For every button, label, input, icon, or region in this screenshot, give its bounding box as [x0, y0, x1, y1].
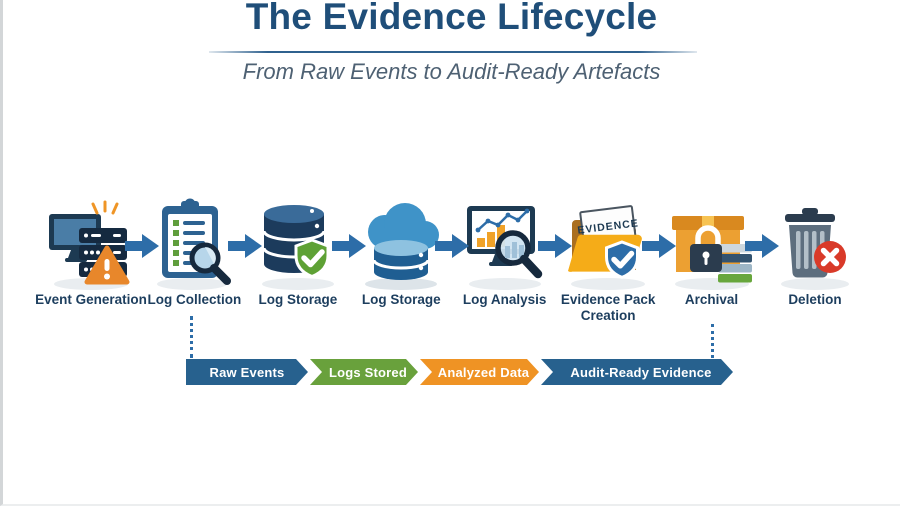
- dotted-connector-left: [190, 316, 193, 358]
- step-label: Archival: [684, 292, 739, 307]
- server-alert-icon: [49, 200, 130, 290]
- timeline-segment-raw-events: Raw Events: [186, 359, 308, 385]
- flow-arrow-icon: [745, 234, 779, 258]
- step-label: Log Storage: [258, 292, 338, 307]
- step-evidence-pack-creation: EVIDENCE Evidence Pack Creation: [561, 198, 655, 324]
- step-label: Deletion: [788, 292, 842, 307]
- box-lock-books-icon: [671, 216, 752, 290]
- flow-arrow-icon: [332, 234, 366, 258]
- step-archival: Archival: [666, 198, 758, 308]
- flow-arrow-icon: [435, 234, 469, 258]
- step-label: Event Generation: [35, 292, 147, 307]
- timeline-bar: Raw Events Logs Stored Analyzed Data Aud…: [186, 359, 733, 385]
- step-log-collection: Log Collection: [148, 198, 241, 308]
- step-label: Log Analysis: [462, 292, 547, 307]
- step-label: Evidence Pack Creation: [560, 292, 656, 324]
- evidence-folder-shield-icon: EVIDENCE: [568, 205, 646, 290]
- flow-arrow-icon: [642, 234, 676, 258]
- step-label: Log Storage: [361, 292, 441, 307]
- step-log-storage-db: Log Storage: [252, 198, 344, 308]
- step-log-storage-cloud: Log Storage: [355, 198, 447, 308]
- flow-arrow-icon: [228, 234, 262, 258]
- step-log-analysis: Log Analysis: [459, 198, 551, 308]
- title-divider: [209, 51, 697, 53]
- trash-delete-icon: [780, 208, 849, 290]
- clipboard-magnifier-icon: [157, 198, 232, 290]
- flow-arrow-icon: [538, 234, 572, 258]
- step-event-generation: Event Generation: [35, 198, 147, 308]
- timeline-segment-analyzed-data: Analyzed Data: [420, 359, 539, 385]
- timeline-segment-logs-stored: Logs Stored: [310, 359, 418, 385]
- timeline-segment-audit-ready-evidence: Audit-Ready Evidence: [541, 359, 733, 385]
- cloud-database-icon: [365, 203, 440, 290]
- process-flow: Event Generation Lo: [35, 198, 861, 328]
- database-shield-icon: [261, 205, 334, 290]
- step-deletion: Deletion: [769, 198, 861, 308]
- page-title: The Evidence Lifecycle: [245, 0, 658, 37]
- page-subtitle: From Raw Events to Audit-Ready Artefacts: [242, 59, 661, 84]
- step-label: Log Collection: [147, 292, 242, 307]
- dotted-connector-right: [711, 324, 714, 358]
- flow-arrow-icon: [125, 234, 159, 258]
- monitor-chart-magnifier-icon: [466, 206, 542, 290]
